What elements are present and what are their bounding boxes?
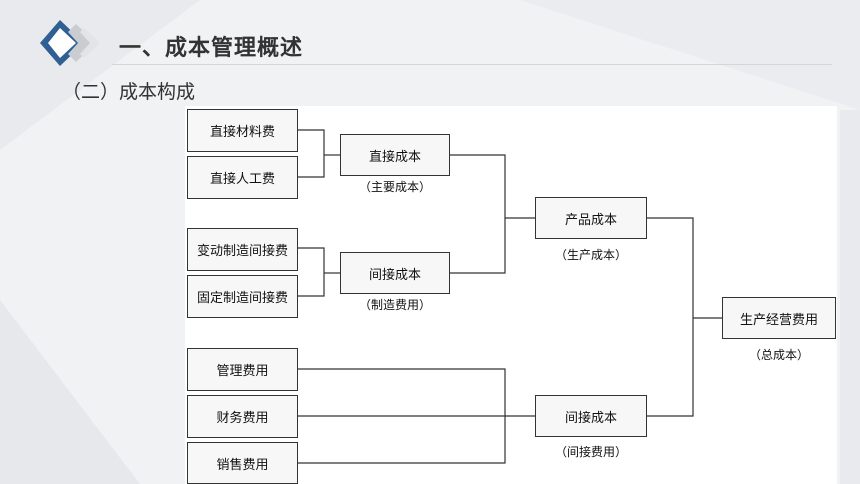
chevron-diamond-logo-icon [40, 20, 100, 66]
direct-cost-box: 直接成本 [340, 134, 450, 176]
product-cost-box: 产品成本 [535, 197, 647, 239]
period-indirect-cost-box: 间接成本 [535, 395, 647, 437]
title-divider [112, 64, 832, 65]
page-title: 一、成本管理概述 [119, 36, 304, 61]
direct-labor-cost-box: 直接人工费 [187, 156, 298, 199]
sales-expense-box: 销售费用 [187, 442, 298, 484]
variable-overhead-box: 变动制造间接费 [187, 228, 298, 271]
indirect-cost-note: （制造费用） [358, 298, 432, 312]
finance-expense-box: 财务费用 [187, 395, 298, 438]
product-cost-note: （生产成本） [554, 248, 628, 262]
total-operating-expense-note: （总成本） [748, 348, 810, 362]
section-subtitle: （二）成本构成 [62, 81, 196, 103]
fixed-overhead-box: 固定制造间接费 [187, 275, 298, 318]
direct-material-cost-box: 直接材料费 [187, 109, 298, 152]
management-expense-box: 管理费用 [187, 348, 298, 391]
total-operating-expense-box: 生产经营费用 [722, 297, 836, 339]
indirect-cost-box: 间接成本 [340, 252, 450, 294]
direct-cost-note: （主要成本） [358, 180, 432, 194]
period-indirect-cost-note: （间接费用） [554, 445, 628, 459]
